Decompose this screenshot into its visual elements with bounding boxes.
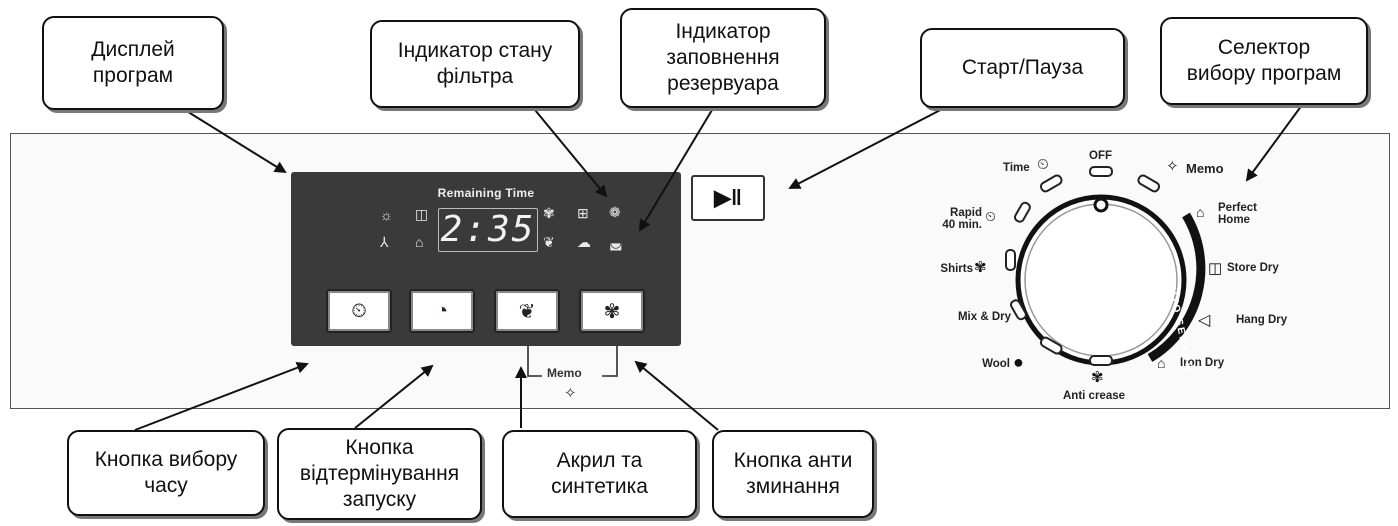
wool-icon: ☁ bbox=[577, 234, 591, 250]
callout-time-button: Кнопка вибору часу bbox=[67, 430, 265, 516]
dial-shirts-label: Shirts bbox=[940, 263, 973, 275]
shirts-icon: ✾ bbox=[974, 259, 987, 276]
leaf-button-icon: ❦ bbox=[518, 300, 536, 323]
filter-status-icon: ❁ bbox=[609, 204, 621, 220]
perfect-home-icon: ⌂ bbox=[1196, 204, 1205, 220]
dial-clock-icon: ⏲ bbox=[1037, 156, 1049, 173]
dial-rapid-label: Rapid 40 min. bbox=[942, 207, 982, 232]
delay-timer-icon: ◔ bbox=[435, 299, 449, 322]
iron-icon: ⌂ bbox=[415, 234, 424, 250]
callout-program-display: Дисплей програм bbox=[42, 16, 224, 110]
acrylic-synthetic-button[interactable]: ❦ bbox=[494, 289, 560, 333]
dial-anti-crease-label: Anti crease bbox=[1063, 390, 1126, 402]
dial-hang-dry-label: Hang Dry bbox=[1236, 314, 1288, 326]
sun-icon: ☼ bbox=[380, 207, 393, 223]
callout-acrylic-synthetic: Акрил та синтетика bbox=[502, 430, 697, 518]
store-dry-icon: ◫ bbox=[1208, 260, 1223, 277]
callout-tank-indicator: Індикатор заповнення резервуара bbox=[620, 8, 826, 108]
wool-ball-icon: ● bbox=[1013, 352, 1024, 372]
callout-delay-button: Кнопка відтермінування запуску bbox=[277, 428, 482, 520]
display-module: Remaining Time 2:35 ☼ ◫ ⅄ ⌂ ✾ ⊞ ❁ ❦ ☁ ◛ … bbox=[291, 172, 681, 346]
dial-pin-icon: ✧ bbox=[1166, 158, 1179, 175]
leaf-icon: ❦ bbox=[543, 234, 555, 250]
dial-time-label: Time bbox=[1003, 162, 1030, 174]
dial-mix-dry-label: Mix & Dry bbox=[957, 311, 1011, 323]
delay-start-button[interactable]: ◔ bbox=[409, 289, 475, 333]
dial-iron-dry-label: Iron Dry bbox=[1180, 357, 1225, 369]
rapid-clock-icon: ⏲ bbox=[985, 208, 996, 224]
clock-icon: ⏲ bbox=[351, 299, 367, 322]
callout-anti-crease-button: Кнопка анти зминання bbox=[712, 430, 874, 518]
time-readout: 2:35 bbox=[438, 208, 538, 252]
iron-dry-icon: ⌂ bbox=[1157, 355, 1166, 371]
memo-label: Memo bbox=[547, 366, 582, 380]
pin-icon: ✧ bbox=[564, 385, 577, 402]
dial-perfect-home-label: Perfect Home bbox=[1218, 202, 1257, 227]
filter-grid-icon: ⊞ bbox=[577, 205, 589, 221]
start-pause-button[interactable]: ▶ǁ bbox=[691, 175, 765, 221]
callout-filter-indicator: Індикатор стану фільтра bbox=[370, 20, 580, 108]
dial-memo-label: Memo bbox=[1186, 161, 1224, 176]
dial-store-dry-label: Store Dry bbox=[1227, 262, 1279, 274]
anti-crease-icon: ✾ bbox=[1091, 369, 1104, 386]
tank-full-icon: ◛ bbox=[609, 234, 623, 250]
anti-crease-button[interactable]: ✾ bbox=[579, 289, 645, 333]
callout-start-pause: Старт/Пауза bbox=[920, 28, 1125, 108]
time-select-button[interactable]: ⏲ bbox=[326, 289, 392, 333]
cabinet-icon: ◫ bbox=[415, 206, 429, 222]
remaining-time-label: Remaining Time bbox=[437, 186, 535, 200]
shirt-button-icon: ✾ bbox=[603, 300, 621, 323]
hang-dry-icon: ◁ bbox=[1198, 312, 1211, 329]
play-pause-icon: ▶ǁ bbox=[714, 185, 742, 210]
dial-off-label: OFF bbox=[1089, 150, 1112, 162]
callout-program-selector: Селектор вибору програм bbox=[1160, 17, 1368, 105]
hanger-icon: ⅄ bbox=[380, 234, 389, 250]
shirt-icon: ✾ bbox=[543, 205, 555, 221]
dial-wool-label: Wool bbox=[982, 358, 1010, 370]
